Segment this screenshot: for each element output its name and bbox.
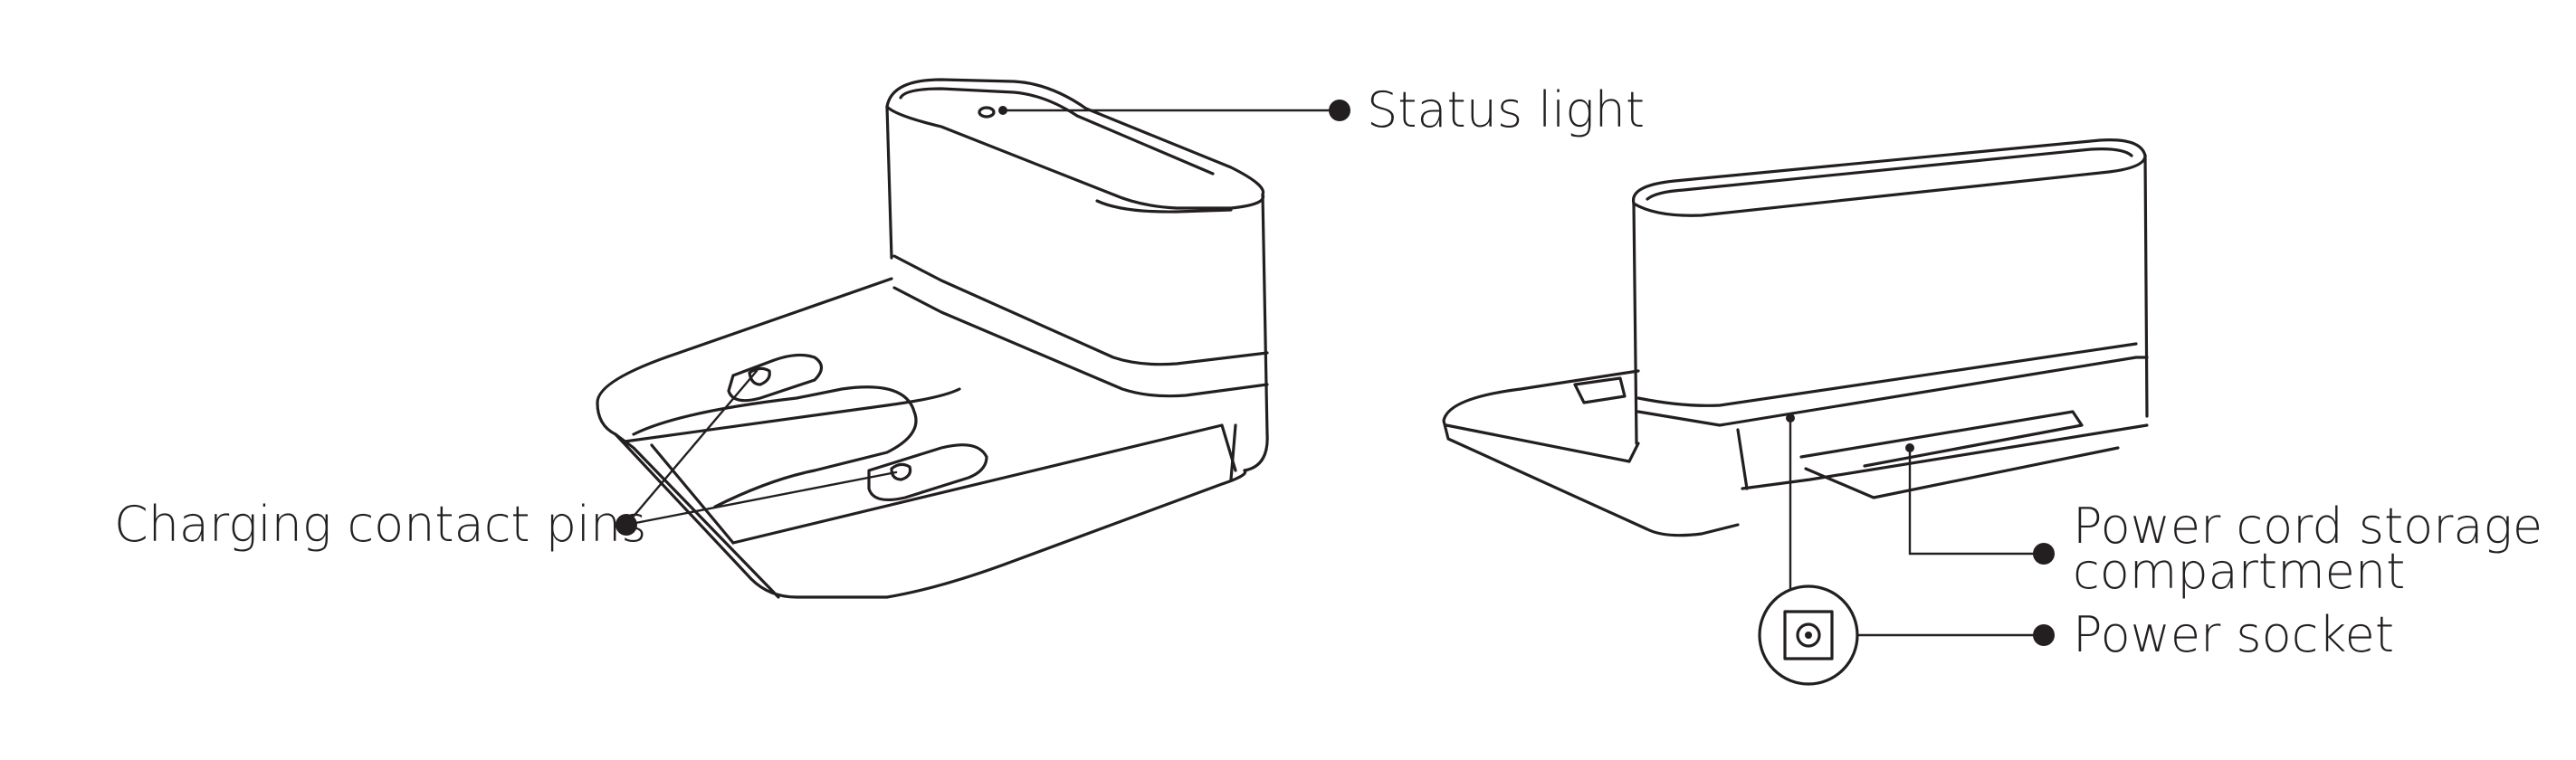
dock-rear-view [1442, 138, 2149, 537]
status-light-bullet [998, 106, 1007, 115]
cord-storage-leader [1908, 446, 2046, 556]
cord-storage-marker [2033, 543, 2055, 565]
power-socket-pin [1805, 632, 1812, 639]
status-light-label: Status light [1367, 81, 1645, 138]
labels: Status light Charging contact pins Power… [114, 81, 2543, 663]
cord-storage-bullet [1905, 443, 1914, 452]
power-socket-icon [1783, 610, 1834, 660]
cord-storage-label-line2: compartment [2073, 543, 2405, 600]
cord-storage-label-line1: Power cord storage [2073, 498, 2543, 555]
pins-leader-lower [625, 470, 898, 527]
pins-leader-upper [625, 369, 758, 527]
power-socket-label: Power socket [2073, 606, 2394, 663]
charging-pins-marker [615, 514, 637, 536]
power-socket-ring [1796, 622, 1821, 648]
power-socket-bullet [1786, 413, 1795, 423]
charging-pins-label: Charging contact pins [114, 496, 646, 553]
dock-front-view [596, 78, 1269, 599]
power-socket-marker [2033, 624, 2055, 646]
status-light-marker [1329, 100, 1350, 121]
callouts [615, 100, 2055, 686]
